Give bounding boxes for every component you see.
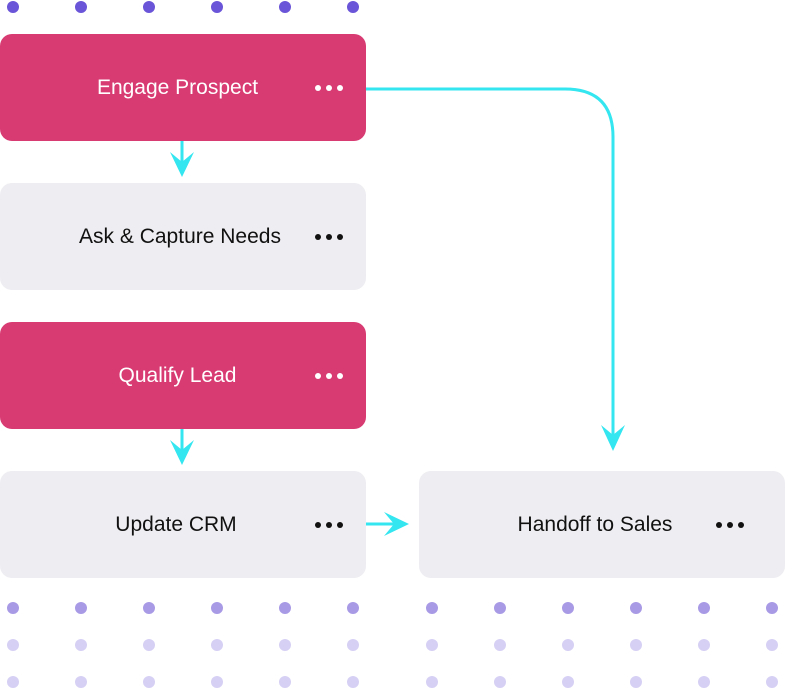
- arrowhead-ask: [170, 152, 194, 177]
- node-qualify-lead[interactable]: Qualify Lead: [0, 322, 366, 429]
- node-label: Update CRM: [115, 512, 237, 536]
- node-ask-capture-needs[interactable]: Ask & Capture Needs: [0, 183, 366, 290]
- bottom-dot-row-3: [7, 676, 778, 688]
- top-dot-row: [7, 1, 359, 13]
- more-horizontal-icon[interactable]: [315, 515, 343, 535]
- bottom-dot-row-1: [7, 602, 778, 614]
- more-horizontal-icon[interactable]: [315, 78, 343, 98]
- bottom-dot-row-2: [7, 639, 778, 651]
- node-label: Qualify Lead: [118, 363, 237, 387]
- edge-engage-to-handoff: [364, 87, 615, 442]
- node-handoff-to-sales[interactable]: Handoff to Sales: [419, 471, 785, 578]
- node-label: Handoff to Sales: [517, 512, 673, 536]
- more-horizontal-icon[interactable]: [315, 366, 343, 386]
- arrowhead-handoff-side: [384, 512, 409, 536]
- node-label: Ask & Capture Needs: [79, 224, 281, 248]
- node-engage-prospect[interactable]: Engage Prospect: [0, 34, 366, 141]
- more-horizontal-icon[interactable]: [315, 227, 343, 247]
- arrowhead-handoff-top: [601, 425, 625, 451]
- more-horizontal-icon[interactable]: [716, 515, 744, 535]
- node-label: Engage Prospect: [96, 75, 259, 99]
- node-update-crm[interactable]: Update CRM: [0, 471, 366, 578]
- arrowhead-update: [170, 440, 194, 465]
